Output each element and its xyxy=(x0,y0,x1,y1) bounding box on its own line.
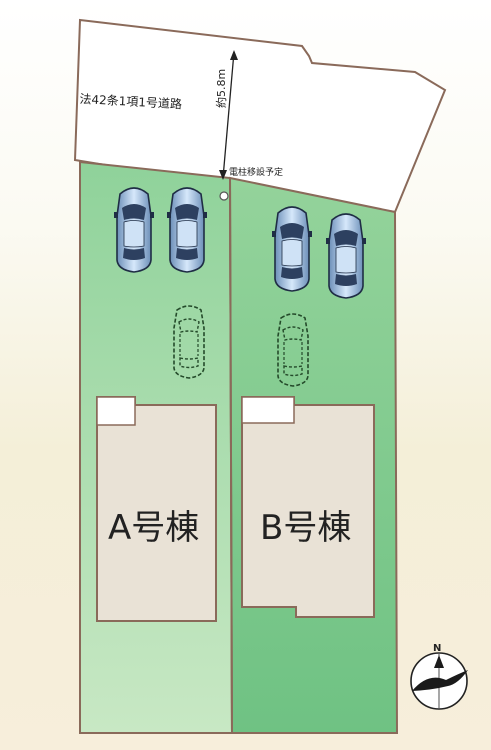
lot-boundary xyxy=(229,177,233,734)
utility-pole-marker xyxy=(219,191,229,201)
car-parking-1 xyxy=(113,187,155,273)
building-a xyxy=(96,396,217,622)
car-parking-4 xyxy=(325,213,367,299)
north-compass-icon xyxy=(410,652,468,710)
building-b-label: B号棟 xyxy=(260,508,352,548)
car-parking-3 xyxy=(271,206,313,292)
building-a-label: A号棟 xyxy=(108,508,200,548)
road-width-dimension xyxy=(219,50,238,180)
utility-pole-label: 電柱移設予定 xyxy=(229,168,284,178)
compass-north-label: N xyxy=(433,643,442,654)
building-b xyxy=(241,396,375,618)
road-width-label: 約5.8m xyxy=(215,68,228,108)
car-parking-2 xyxy=(166,187,208,273)
